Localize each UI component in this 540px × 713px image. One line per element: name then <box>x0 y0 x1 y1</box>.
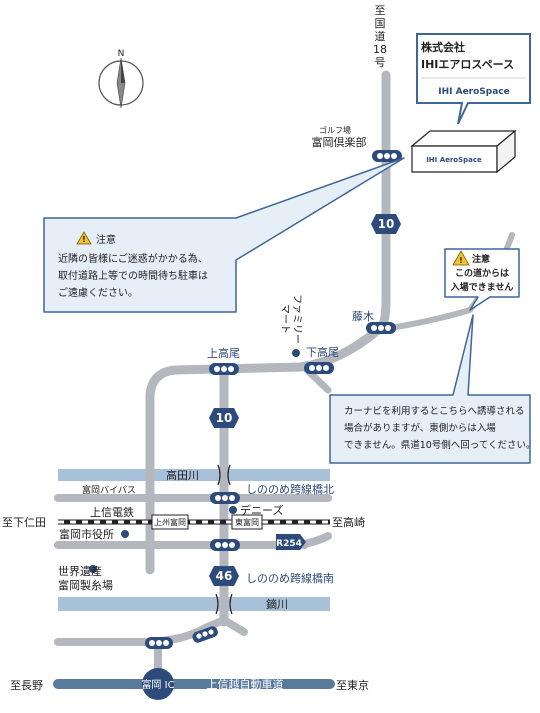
shinonome-north-label: しののめ跨線橋北 <box>246 482 334 496</box>
jyoshin-railway-label: 上信電鉄 <box>90 505 134 519</box>
parking-callout: ! 注意 近隣の皆様にご迷惑がかかる為、 取付道路上等での時間待ち駐車は ご遠慮… <box>43 157 405 313</box>
route-10-upper-number: 10 <box>378 217 395 231</box>
company-name-line2: IHIエアロスペース <box>421 58 514 71</box>
to-nagano-label: 至長野 <box>10 679 43 692</box>
river-takatagawa <box>58 469 330 481</box>
parking-callout-line3: ご遠慮ください。 <box>58 286 138 299</box>
no-entry-callout: ! 注意 この道からは 入場できません <box>444 248 520 311</box>
signal-fujiki <box>366 322 396 334</box>
parking-callout-line2: 取付道路上等での時間待ち駐車は <box>58 269 208 282</box>
signal-bridge-south <box>192 626 218 643</box>
silk-mill-marker <box>89 565 97 573</box>
route-10-lower-number: 10 <box>216 411 233 425</box>
signal-shimotakao <box>304 362 334 374</box>
svg-text:!: ! <box>82 235 86 244</box>
familymart-label: ファミリー マート <box>279 294 302 344</box>
svg-text:号: 号 <box>375 56 386 69</box>
signal-shinonome-south <box>210 539 240 551</box>
r254-label: R254 <box>276 539 302 549</box>
fujiki-label: 藤木 <box>352 310 374 323</box>
route-18-label: 至 国 道 18 号 <box>373 4 387 69</box>
signal-shinonome-north <box>210 492 240 504</box>
kamitakao-label: 上高尾 <box>207 346 240 360</box>
svg-text:道: 道 <box>375 29 386 43</box>
to-takasaki-label: 至高崎 <box>332 515 365 529</box>
city-hall-marker <box>121 530 129 538</box>
navi-callout: カーナビを利用するとこちらへ誘導される 場合がありますが、東側からは入場 できま… <box>329 314 536 464</box>
signal-golf <box>372 150 402 162</box>
dennys-marker <box>229 506 237 514</box>
takatagawa-label: 高田川 <box>166 468 199 482</box>
kaburagawa-label: 鏑川 <box>266 597 288 611</box>
parking-callout-title: 注意 <box>96 233 116 246</box>
warning-icon <box>76 231 92 245</box>
to-tokyo-label: 至東京 <box>336 678 369 692</box>
dennys-label: デニーズ <box>240 503 283 517</box>
familymart-marker <box>292 349 300 357</box>
traffic-signals <box>145 150 402 649</box>
tomioka-bypass-label: 富岡バイパス <box>82 484 136 496</box>
parking-callout-line1: 近隣の皆様にご迷惑がかかる為、 <box>58 252 208 265</box>
route-46-sign: 46 <box>209 566 239 586</box>
company-building: IHI AeroSpace <box>410 129 517 174</box>
route-10-sign-lower: 10 <box>209 408 239 428</box>
no-entry-warning-icon <box>452 250 470 266</box>
bridge-marks <box>215 464 233 615</box>
signal-kamitakao <box>209 363 239 375</box>
compass-n-label: N <box>118 49 125 59</box>
city-hall-label: 富岡市役所 <box>59 527 114 541</box>
no-entry-title: 注意 <box>472 253 490 265</box>
svg-text:ファミリー: ファミリー <box>291 294 302 344</box>
world-heritage-label: 世界遺産 <box>58 564 102 578</box>
to-shimonita-label: 至下仁田 <box>2 516 46 529</box>
route-10-sign-upper: 10 <box>371 214 401 234</box>
higashi-tomioka-label: 東富岡 <box>235 517 259 527</box>
r254-sign: R254 <box>276 534 306 550</box>
svg-text:!: ! <box>459 256 463 265</box>
expressway-label: 上信越自動車道 <box>207 677 284 691</box>
company-label-box: 株式会社 IHIエアロスペース IHI AeroSpace <box>416 33 531 125</box>
compass: N <box>98 49 144 109</box>
company-name-line1: 株式会社 <box>421 40 465 54</box>
tomioka-ic-label: 富岡 IC <box>141 678 174 691</box>
joshu-tomioka-label: 上州富岡 <box>154 517 186 527</box>
svg-text:マート: マート <box>279 304 290 334</box>
route-46-number: 46 <box>216 569 233 583</box>
silk-mill-label: 富岡製糸場 <box>58 578 113 592</box>
no-entry-line1: この道からは <box>455 267 509 279</box>
svg-text:18: 18 <box>373 43 387 56</box>
golf-small-label: ゴルフ場 <box>319 125 351 135</box>
navi-callout-line1: カーナビを利用するとこちらへ誘導される <box>344 405 525 417</box>
no-entry-line2: 入場できません <box>450 281 514 293</box>
building-logo: IHI AeroSpace <box>426 156 482 164</box>
svg-text:至: 至 <box>375 4 386 17</box>
navi-callout-line2: 場合がありますが、東側からは入場 <box>344 422 496 434</box>
shinonome-south-label: しののめ跨線橋南 <box>246 571 334 585</box>
river-kaburagawa <box>58 597 330 611</box>
company-logo: IHI AeroSpace <box>438 87 510 97</box>
svg-text:国: 国 <box>375 17 386 30</box>
tomioka-ic-marker <box>142 668 174 700</box>
station-higashi-tomioka: 東富岡 <box>231 514 263 530</box>
signal-ic-junction <box>145 637 173 649</box>
station-joshu-tomioka: 上州富岡 <box>151 514 189 530</box>
shimotakao-label: 下高尾 <box>306 345 339 359</box>
navi-callout-line3: できません。県道10号側へ回ってください。 <box>344 439 536 451</box>
golf-name-label: 富岡倶楽部 <box>312 135 367 149</box>
